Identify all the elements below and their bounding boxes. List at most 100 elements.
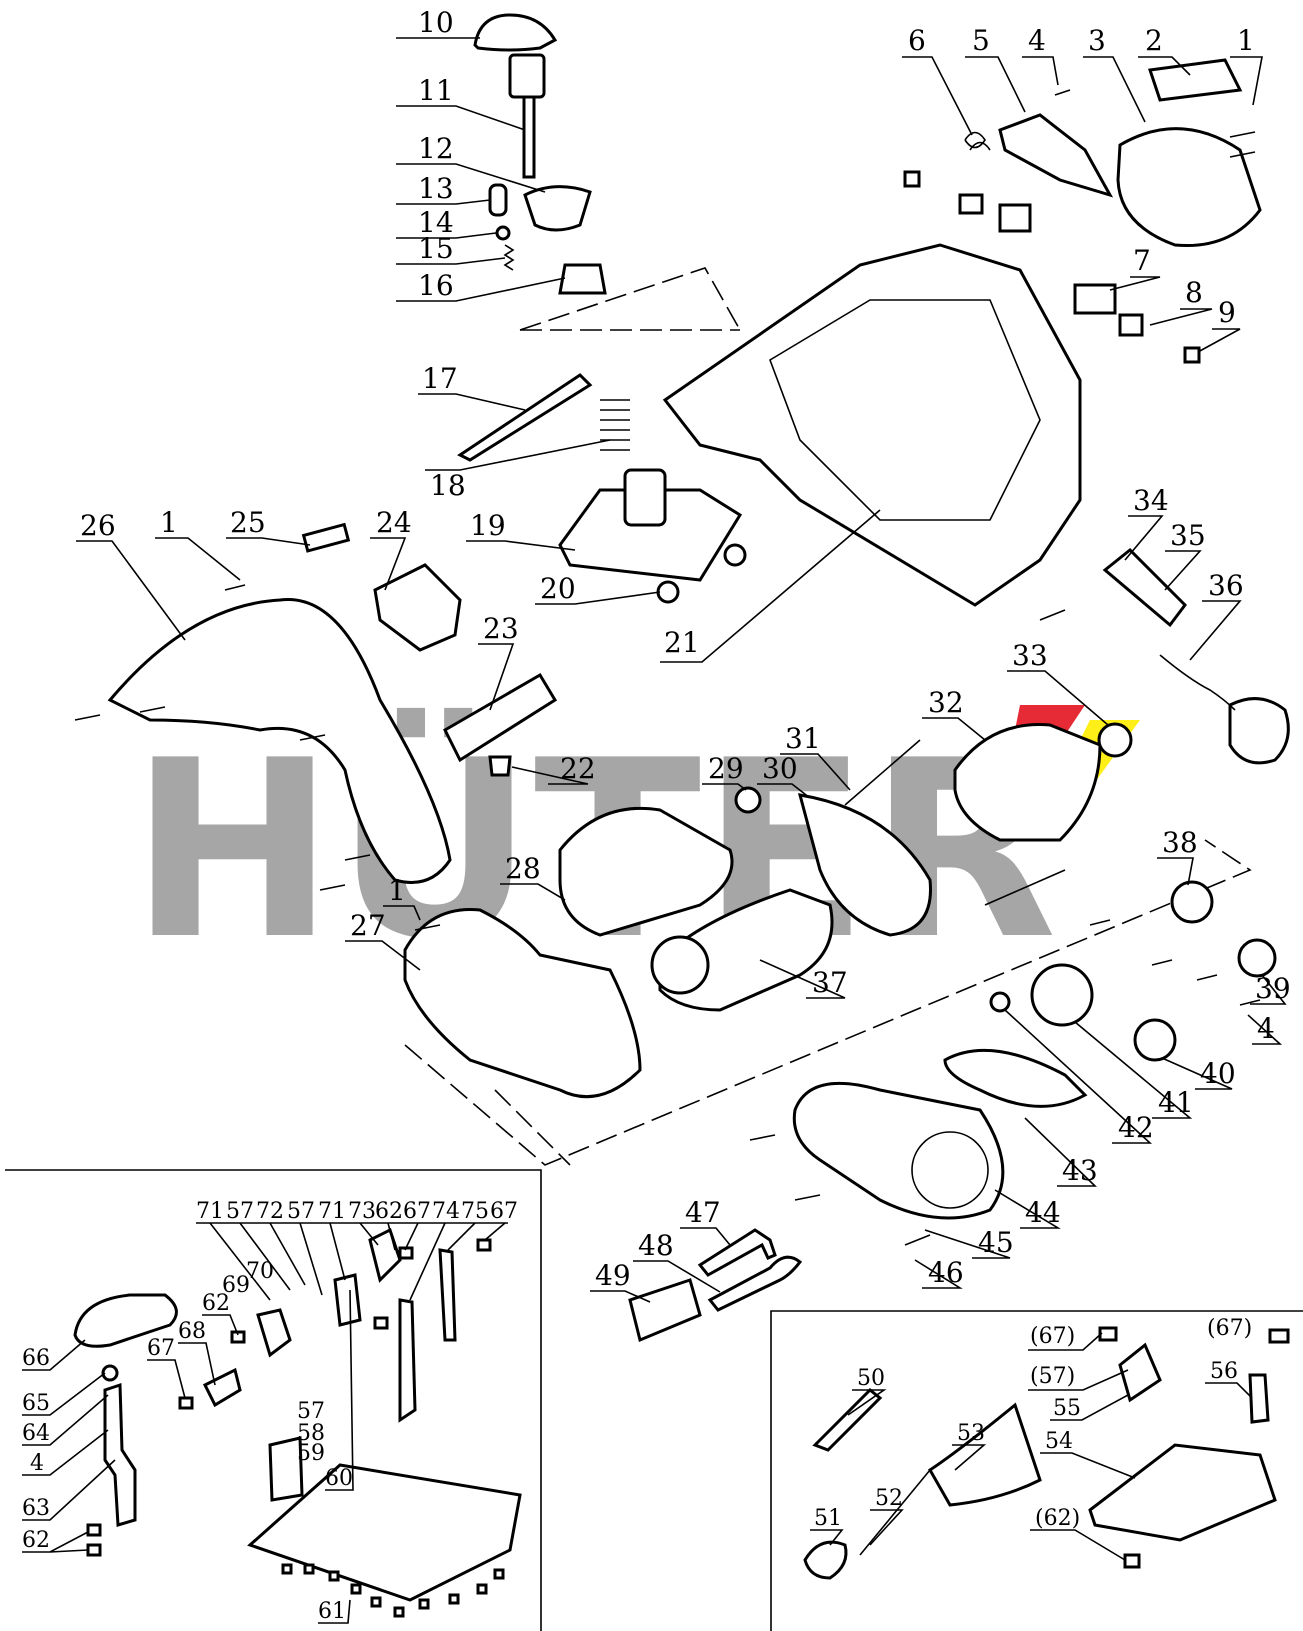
callout-label: 34 [1133, 484, 1169, 517]
callout-49: 49 [590, 1259, 651, 1303]
callout-label: 74 [432, 1199, 460, 1224]
callout-11: 11 [396, 74, 526, 131]
callout-35: 35 [1164, 519, 1206, 591]
callout-15: 15 [396, 232, 506, 265]
callout-label: 61 [318, 1599, 346, 1624]
inset-frame-left [5, 1169, 542, 1631]
callout-34: 34 [1124, 484, 1169, 561]
callout-label: 63 [22, 1496, 50, 1521]
callout-label: 72 [256, 1199, 284, 1224]
callout-17: 17 [418, 362, 526, 411]
callout-label: 68 [178, 1319, 206, 1344]
callout-16: 16 [396, 269, 566, 302]
callout-label: 6 [908, 24, 926, 57]
callout-label: 9 [1218, 296, 1236, 329]
callout-label: 36 [1208, 569, 1244, 602]
callout-label: 44 [1025, 1196, 1061, 1229]
callout-31: 31 [780, 722, 851, 791]
callout-label: 49 [595, 1259, 631, 1292]
callout-label: 67 [490, 1199, 518, 1224]
callout-label: (67) [1030, 1324, 1075, 1349]
base-nuts [281, 1563, 505, 1618]
callout-label: 54 [1045, 1429, 1073, 1454]
callout-label: 62 [22, 1528, 50, 1553]
callout-label: 58 [297, 1421, 325, 1446]
callout-22: 22 [511, 752, 596, 785]
callout-28: 28 [500, 852, 566, 901]
callout-label: 51 [814, 1506, 842, 1531]
callout-label: 5 [972, 24, 990, 57]
callout-30: 30 [757, 752, 811, 799]
callout-label: 64 [22, 1421, 50, 1446]
callout-46: 46 [914, 1256, 964, 1289]
callout-label: 66 [22, 1346, 50, 1371]
callout-8: 8 [1149, 276, 1213, 326]
callout-label: 62 [202, 1291, 230, 1316]
callout-3: 3 [1083, 24, 1146, 123]
callout-label: 17 [422, 362, 458, 395]
callout-32: 32 [922, 686, 986, 741]
inset-left-parts [73, 1227, 522, 1618]
callout-47: 47 [680, 1196, 731, 1246]
callout-label: 14 [418, 206, 454, 239]
callout-7: 7 [1109, 244, 1161, 291]
callout-36: 36 [1189, 569, 1244, 661]
assembly-lines [404, 267, 1252, 1166]
callout-1: 1 [1230, 24, 1263, 106]
callout-label: 31 [785, 722, 821, 755]
callout-label: (57) [1030, 1364, 1075, 1389]
callout-10: 10 [396, 6, 480, 39]
callout-label: 73 [348, 1199, 376, 1224]
callout-27: 27 [345, 909, 421, 971]
callout-label: 10 [418, 6, 454, 39]
callout-label: 13 [418, 172, 454, 205]
callout-39: 39 [1250, 972, 1291, 1005]
callout-label: 23 [483, 612, 519, 645]
callout-23: 23 [478, 612, 519, 711]
callout-label: 22 [560, 752, 596, 785]
callout-label: 41 [1158, 1086, 1194, 1119]
callout-label: 67 [403, 1199, 431, 1224]
callout-label: 60 [325, 1466, 353, 1491]
callout-24: 24 [370, 506, 412, 591]
callout-12: 12 [396, 132, 546, 193]
callout-4-right: 4 [1247, 1012, 1283, 1045]
callout-label: 67 [147, 1336, 175, 1361]
callout-40: 40 [1161, 1057, 1236, 1090]
callout-26: 26 [76, 509, 186, 641]
callout-45: 45 [924, 1226, 1014, 1259]
main-callouts: 1 2 3 4 5 6 7 8 9 10 11 12 13 14 15 16 1… [76, 6, 1291, 1303]
callout-33: 33 [1007, 639, 1109, 726]
callout-label: 57 [297, 1399, 325, 1424]
callout-label: 4 [1028, 24, 1046, 57]
callout-41: 41 [1074, 1021, 1194, 1119]
callout-label: (62) [1035, 1506, 1080, 1531]
callout-label: 2 [1145, 24, 1163, 57]
callout-48: 48 [633, 1229, 721, 1293]
callout-label: 3 [1088, 24, 1106, 57]
inset-frame-right [770, 1310, 1303, 1631]
callout-label: 38 [1162, 826, 1198, 859]
callout-label: 1 [1237, 24, 1255, 57]
callout-label: 47 [685, 1196, 721, 1229]
callout-44: 44 [994, 1189, 1061, 1229]
callout-label: 4 [30, 1451, 44, 1476]
callout-label: 65 [22, 1391, 50, 1416]
callout-label: 21 [664, 626, 700, 659]
callout-label: 48 [638, 1229, 674, 1262]
callout-label: 33 [1012, 639, 1048, 672]
callout-label: 27 [350, 909, 386, 942]
callout-label: 32 [928, 686, 964, 719]
callout-label: 57 [226, 1199, 254, 1224]
callout-label: 8 [1185, 276, 1203, 309]
callout-label: 59 [297, 1441, 325, 1466]
callout-label: 40 [1200, 1057, 1236, 1090]
callout-37: 37 [759, 959, 848, 999]
callout-6: 6 [902, 24, 973, 136]
callout-label: 19 [470, 509, 506, 542]
callout-label: 29 [708, 752, 744, 785]
callout-label: 55 [1053, 1396, 1081, 1421]
callout-1-handle: 1 [155, 506, 241, 581]
callout-label: 12 [418, 132, 454, 165]
